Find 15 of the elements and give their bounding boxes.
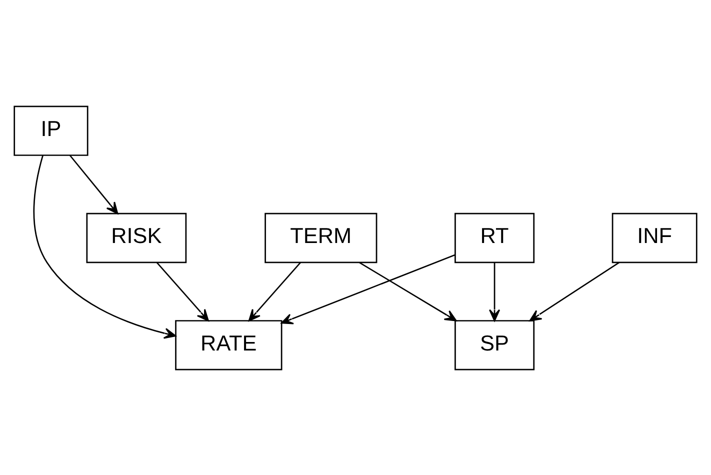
arrow [69, 154, 118, 214]
arrow [359, 261, 457, 321]
arrow [33, 154, 176, 338]
node-box: IP [14, 105, 88, 156]
node-box: INF [612, 212, 698, 263]
node-box: RATE [175, 320, 282, 370]
arrow [280, 254, 455, 324]
node-box: SP [454, 320, 535, 370]
node-box: RISK [86, 212, 187, 263]
node-box: RT [454, 212, 535, 263]
arrow [156, 262, 209, 321]
arrow [488, 262, 500, 321]
arrow [529, 261, 620, 321]
arrow [248, 262, 301, 321]
node-box: TERM [264, 212, 378, 263]
